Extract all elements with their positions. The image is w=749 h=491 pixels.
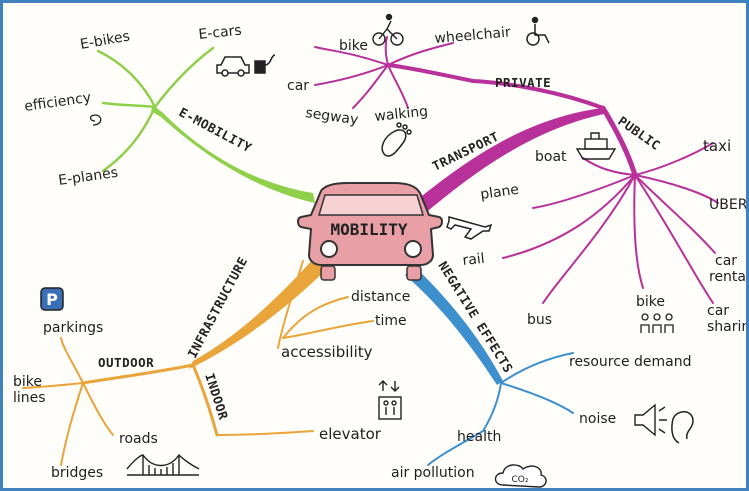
label-bridges: bridges [51, 465, 103, 481]
label-e-cars: E-cars [198, 23, 243, 43]
negative-effects-branch-lines [405, 265, 574, 466]
label-car-rental-2: rental [709, 269, 746, 285]
transport-branch-lines [314, 36, 719, 304]
label-accessibility: accessibility [281, 343, 373, 361]
bicycle-icon [372, 13, 404, 46]
label-car-sharing-1: car [707, 303, 729, 319]
footprint-icon [381, 122, 412, 157]
wheelchair-icon [526, 16, 550, 46]
label-resource-demand: resource demand [569, 354, 691, 370]
label-health: health [457, 429, 501, 445]
label-walking: walking [374, 103, 429, 125]
co2-cloud-icon [494, 464, 547, 488]
label-public-bike: bike [636, 294, 665, 310]
mind-map-canvas: MOBILITY E-MOBILITY TRANSPORT PRIVATE PU… [13, 13, 746, 488]
label-noise: noise [579, 411, 616, 427]
electric-car-icon [216, 54, 276, 77]
parking-sign-icon [40, 287, 64, 311]
co2-label: CO₂ [512, 475, 529, 485]
label-boat: boat [535, 149, 567, 165]
label-bike-lines-2: lines [13, 390, 46, 406]
label-segway: segway [304, 105, 359, 128]
e-mobility-title: E-MOBILITY [177, 104, 255, 155]
speaker-icon [634, 403, 667, 437]
center-label: MOBILITY [330, 220, 407, 239]
e-mobility-branch-lines [96, 46, 315, 203]
infrastructure-branch-lines [22, 248, 374, 466]
label-taxi: taxi [703, 137, 731, 155]
label-elevator: elevator [319, 425, 382, 443]
efficiency-icon [89, 114, 102, 126]
private-title: PRIVATE [495, 75, 551, 90]
label-wheelchair: wheelchair [434, 24, 512, 47]
label-rail: rail [462, 251, 486, 269]
label-e-planes: E-planes [57, 165, 119, 189]
label-uber: UBER [709, 197, 746, 213]
label-bike-lines-1: bike [13, 374, 42, 390]
ship-icon [575, 132, 617, 160]
central-car [297, 182, 443, 281]
label-private-bike: bike [339, 38, 368, 54]
label-car-sharing-2: sharing [707, 319, 746, 335]
label-private-car: car [287, 78, 309, 94]
ear-icon [671, 411, 694, 444]
label-air-pollution: air pollution [391, 465, 475, 481]
outdoor-title: OUTDOOR [98, 355, 154, 370]
bike-share-icon [640, 313, 674, 333]
label-time: time [375, 313, 407, 329]
airplane-icon [446, 216, 493, 240]
label-e-bikes: E-bikes [79, 28, 131, 52]
label-distance: distance [351, 289, 410, 305]
parking-letter: P [46, 290, 58, 309]
label-roads: roads [119, 431, 158, 447]
label-plane: plane [479, 182, 520, 203]
label-efficiency: efficiency [23, 90, 92, 115]
label-car-rental-1: car [715, 253, 737, 269]
infrastructure-title: INFRASTRUCTURE [184, 254, 250, 360]
label-parkings: parkings [43, 320, 103, 336]
bridge-icon [126, 453, 200, 476]
label-bus: bus [527, 312, 552, 328]
elevator-icon [378, 380, 402, 420]
